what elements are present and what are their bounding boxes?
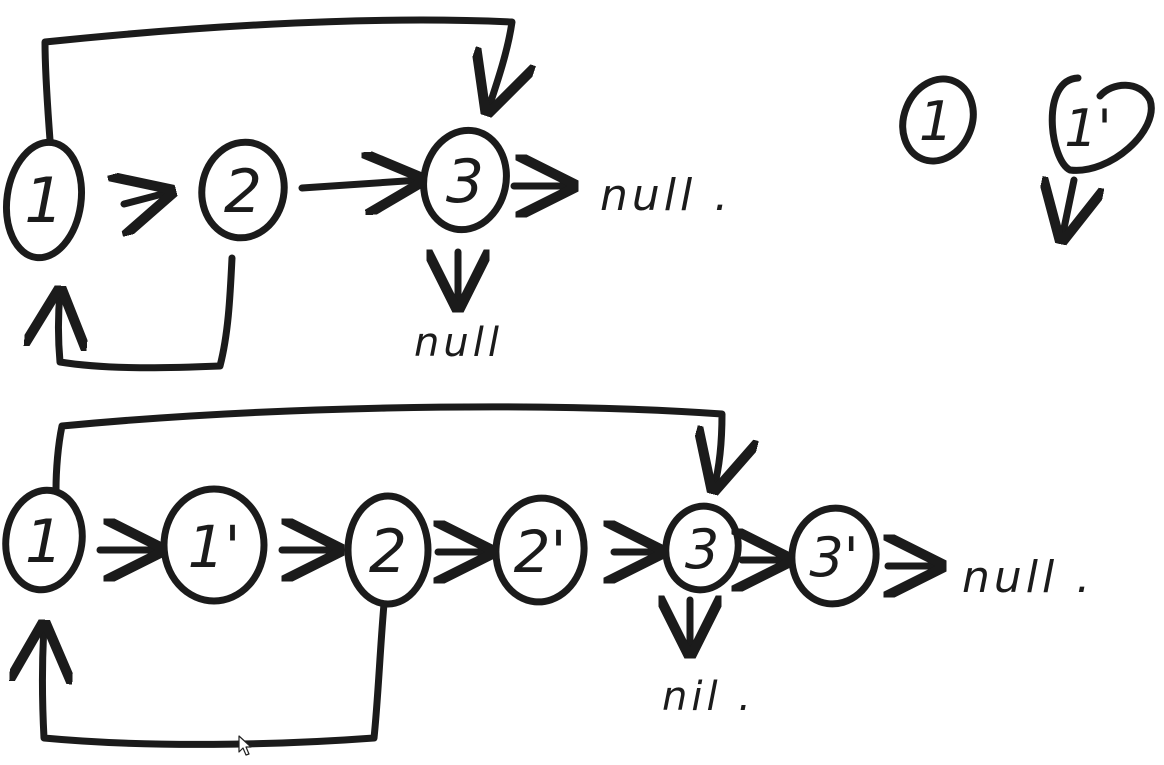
node-label: 3 — [446, 147, 484, 217]
null-label-below: nil . — [662, 674, 755, 720]
side-sketch: 1 1' — [899, 74, 1155, 238]
node-circle — [899, 75, 977, 165]
random-arrow-1-to-3 — [41, 16, 512, 144]
bottom-diagram: 1 1' 2 2' 3 3' — [2, 403, 1094, 748]
random-arrow-2-to-1 — [59, 254, 236, 372]
null-label-below: null — [414, 320, 503, 366]
side-node-1-prime: 1' — [1048, 74, 1155, 174]
random-arrow-2-to-1 — [43, 600, 388, 748]
bottom-node-3-prime: 3' — [788, 504, 880, 608]
node-circle — [198, 138, 288, 242]
random-arrow-1-to-3 — [52, 403, 722, 490]
arrow-1-to-2 — [124, 192, 170, 204]
bottom-node-1-prime: 1' — [160, 485, 268, 605]
node-label: 1 — [25, 507, 63, 577]
node-label: 2' — [514, 518, 567, 586]
node-label: 3' — [809, 526, 858, 589]
top-node-1: 1 — [2, 138, 86, 262]
node-label: 3 — [685, 518, 719, 581]
null-label-right: null . — [600, 170, 732, 221]
top-node-3: 3 — [420, 126, 510, 234]
bottom-node-3: 3 — [662, 502, 742, 594]
node-circle — [344, 492, 432, 608]
node-label: 1 — [919, 90, 953, 153]
arrow-cursor-icon — [238, 735, 252, 756]
node-label: 2 — [369, 517, 407, 587]
node-label: 1' — [188, 513, 241, 581]
node-label: 1' — [1064, 99, 1111, 159]
arrow-2-to-3 — [298, 180, 420, 188]
node-label: 1 — [24, 164, 63, 237]
side-arrow-down — [1062, 180, 1074, 238]
node-circle — [2, 486, 86, 594]
bottom-node-2: 2 — [344, 492, 432, 608]
bottom-node-1: 1 — [2, 486, 86, 594]
side-node-1: 1 — [899, 75, 977, 165]
top-diagram: 1 2 3 null . null — [2, 16, 732, 372]
node-circle — [1048, 74, 1155, 174]
null-label-right: null . — [962, 552, 1094, 603]
node-label: 2 — [224, 157, 262, 227]
top-node-2: 2 — [198, 138, 288, 242]
bottom-node-2-prime: 2' — [492, 494, 588, 606]
